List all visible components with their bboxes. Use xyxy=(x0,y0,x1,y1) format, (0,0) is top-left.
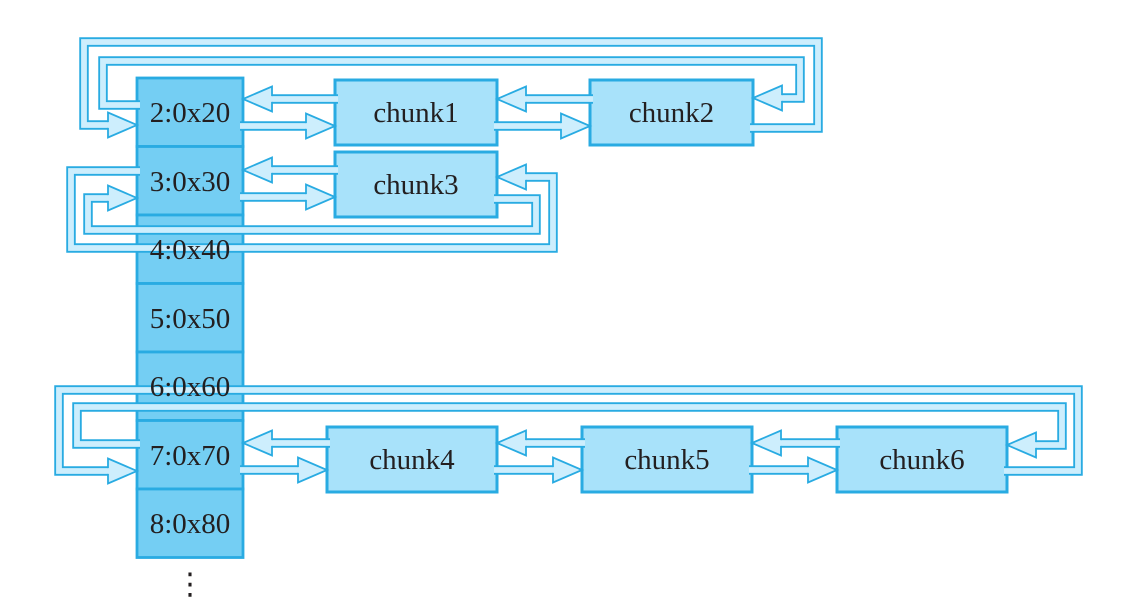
arrow-chunk6-to-chunk5 xyxy=(749,429,840,457)
arrow-bin3-to-chunk3 xyxy=(240,183,338,211)
arrowhead-icon xyxy=(1004,431,1037,459)
arrowhead-icon xyxy=(305,183,338,211)
arrow-bin7-to-chunk4 xyxy=(240,456,330,484)
arrowhead-icon xyxy=(107,184,140,212)
chunk5-box xyxy=(580,425,754,494)
chunk-label: chunk2 xyxy=(629,97,714,129)
bin-cell-0x20 xyxy=(135,76,245,148)
bin-label: 7:0x70 xyxy=(150,440,231,472)
arrowhead-icon xyxy=(552,456,585,484)
bin-label: 2:0x20 xyxy=(150,97,231,129)
labels: 2:0x20 3:0x30 4:0x40 5:0x50 6:0x60 7:0x7… xyxy=(150,97,965,602)
arrowhead-icon xyxy=(560,112,593,140)
bin-cell-0x50 xyxy=(135,282,245,354)
bin-cell-0x80 xyxy=(135,487,245,559)
arrow-chunk1-to-chunk2 xyxy=(494,112,593,140)
chunk6-box xyxy=(835,425,1009,494)
arrow-bin7-bk-to-chunk6 xyxy=(72,402,1067,459)
arrowhead-icon xyxy=(494,85,527,113)
arrow-chunk4-to-chunk5 xyxy=(494,456,585,484)
linked-list-arrows xyxy=(54,37,1083,485)
chunk-label: chunk5 xyxy=(624,444,709,476)
arrow-chunk5-to-chunk6 xyxy=(749,456,840,484)
chunk1-box xyxy=(333,78,499,147)
chunk-label: chunk3 xyxy=(373,169,458,201)
arrowhead-icon xyxy=(750,84,783,112)
arrowhead-icon xyxy=(749,429,782,457)
bin-label: 5:0x50 xyxy=(150,303,231,335)
chunk2-box xyxy=(588,78,755,147)
vertical-ellipsis-icon: ⋮ xyxy=(175,567,205,602)
arrow-bin3-bk-to-chunk3 xyxy=(66,163,558,253)
arrowhead-icon xyxy=(240,85,273,113)
bin-label: 6:0x60 xyxy=(150,371,231,403)
arrow-chunk3-fd-to-bin3 xyxy=(83,184,541,235)
arrowhead-icon xyxy=(807,456,840,484)
arrow-chunk6-fd-to-bin7 xyxy=(54,385,1083,485)
chunk-label: chunk4 xyxy=(369,444,455,476)
bin-label: 8:0x80 xyxy=(150,508,231,540)
arrowhead-icon xyxy=(297,456,330,484)
arrow-chunk5-to-chunk4 xyxy=(494,429,585,457)
arrowhead-icon xyxy=(494,429,527,457)
chunk3-box xyxy=(333,150,499,219)
chunk4-box xyxy=(325,425,499,494)
arrow-bin2-bk-to-chunk2 xyxy=(98,56,805,112)
arrow-bin2-to-chunk1 xyxy=(240,112,338,140)
arrowhead-icon xyxy=(240,429,273,457)
arrow-chunk3-to-bin3 xyxy=(240,156,338,184)
arrow-chunk1-to-bin2 xyxy=(240,85,338,113)
arrowhead-icon xyxy=(494,163,527,191)
arrowhead-icon xyxy=(305,112,338,140)
arrow-chunk2-fd-to-bin2 xyxy=(79,37,823,139)
bin-label: 4:0x40 xyxy=(150,234,231,266)
arrowhead-icon xyxy=(240,156,273,184)
arrow-chunk4-to-bin7 xyxy=(240,429,330,457)
arrowhead-icon xyxy=(107,457,140,485)
arrow-chunk2-to-chunk1 xyxy=(494,85,593,113)
arrowhead-icon xyxy=(107,111,140,139)
chunk-label: chunk6 xyxy=(879,444,964,476)
chunk-label: chunk1 xyxy=(373,97,458,129)
chunk-boxes xyxy=(325,78,1009,494)
bin-cell-0x70 xyxy=(135,419,245,491)
bin-label: 3:0x30 xyxy=(150,166,231,198)
